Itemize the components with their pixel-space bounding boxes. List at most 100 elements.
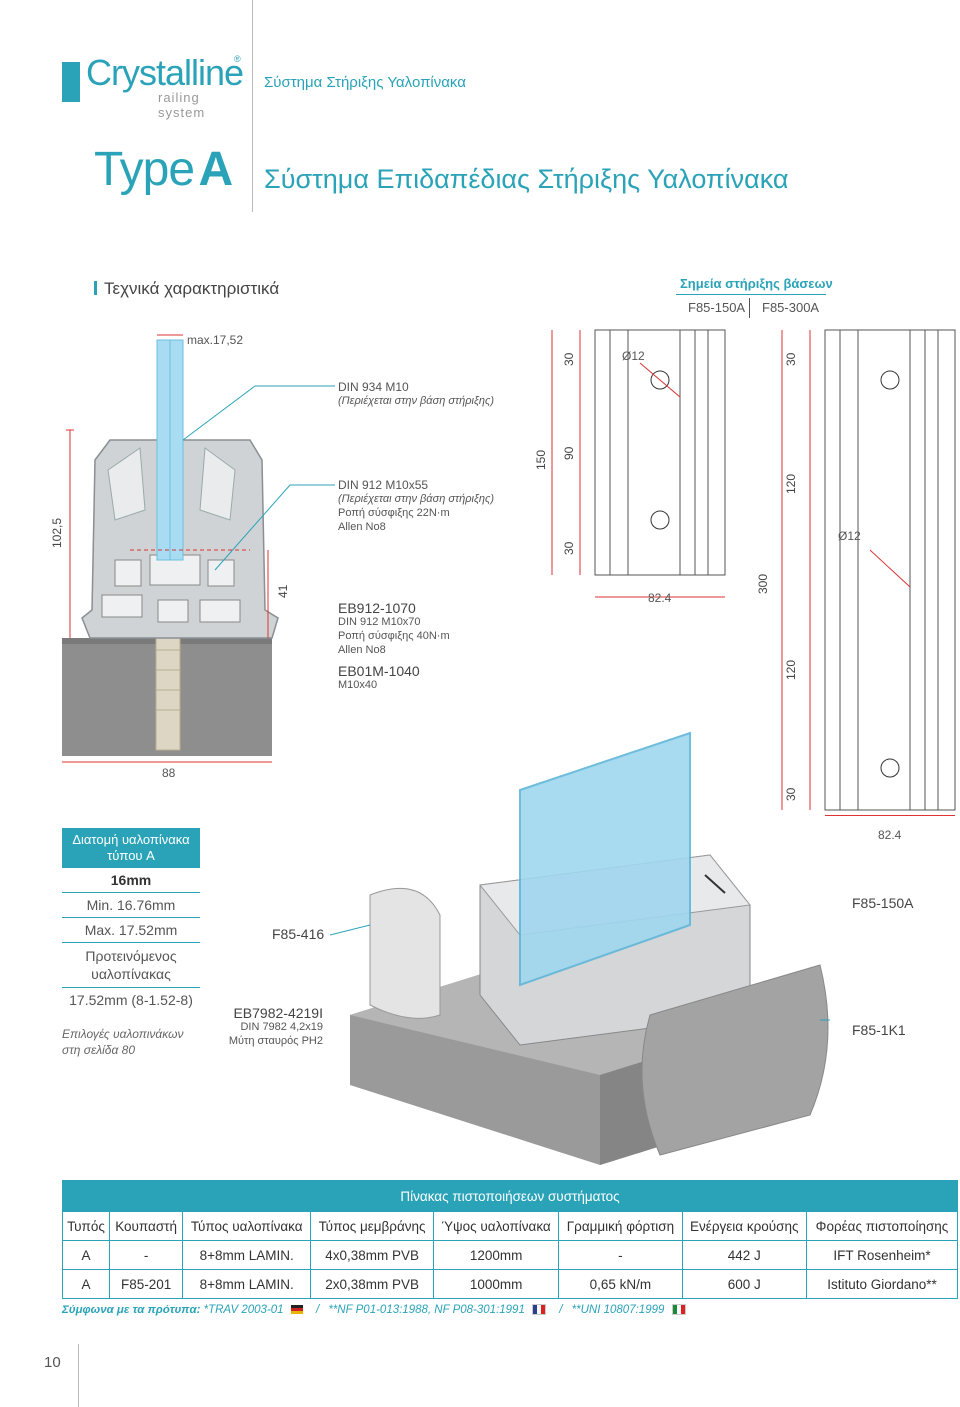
max-label: max.17,52: [187, 333, 244, 347]
plan-150-profile: [594, 329, 726, 576]
callout-4-code: EB01M-1040: [338, 663, 420, 679]
glass-info-recommended-value: 17.52mm (8-1.52-8): [69, 992, 193, 1008]
tech-heading-bar: [94, 281, 97, 295]
width-label: 88: [162, 766, 176, 780]
page-number-divider: [78, 1344, 79, 1407]
plan-150-d-hole: Ø12: [622, 349, 645, 363]
cert-col-linear-load: Γραμμική φόρτιση: [558, 1211, 683, 1241]
table-cell: 442 J: [681, 1240, 807, 1270]
type-title: Type A: [94, 142, 233, 197]
cert-col-body: Φορέας πιστοποίησης: [805, 1211, 959, 1241]
table-cell: 0,65 kN/m: [558, 1269, 683, 1299]
plan-300-hole-top: [880, 370, 900, 390]
table-row: A F85-201 8+8mm LAMIN. 2x0,38mm PVB 1000…: [62, 1269, 959, 1299]
table-cell: F85-201: [108, 1269, 184, 1299]
table-cell: 1000mm: [432, 1269, 560, 1299]
iso-screw-head: Μύτη σταυρός PH2: [228, 1035, 323, 1047]
callout-3: EB912-1070 DIN 912 M10x70 Ροπή σύσφιξης …: [338, 601, 450, 657]
base-point-300: F85-300A: [762, 300, 820, 315]
plan-150-drawing: [551, 329, 726, 598]
plan-300-d-width: 82.4: [878, 828, 902, 842]
standards-sep-1: /: [315, 1304, 320, 1316]
cert-col-type: Τυπός: [62, 1211, 110, 1241]
isometric-drawing: [330, 731, 830, 1165]
plan-300-hole-bottom: [880, 758, 900, 778]
callout-4: EB01M-1040 M10x40: [338, 664, 420, 692]
anchor-bolt: [155, 619, 181, 751]
table-cell: A: [62, 1240, 110, 1270]
table-cell: 1200mm: [432, 1240, 560, 1270]
standards-label: Σύμφωνα με τα πρότυπα:: [62, 1304, 201, 1316]
header-accent-bar: [62, 62, 80, 102]
base-points-sep: [749, 298, 750, 318]
cert-table: Πίνακας πιστοποιήσεων συστήματος Τυπός Κ…: [62, 1180, 959, 1299]
iso-profile-label: F85-1K1: [852, 1022, 906, 1038]
iso-screw-code: EB7982-4219I: [233, 1005, 323, 1021]
cert-col-membrane: Τύπος μεμβράνης: [310, 1211, 434, 1241]
standard-2: **NF P01-013:1988, NF P08-301:1991: [328, 1304, 525, 1316]
callout-3-code: EB912-1070: [338, 600, 416, 616]
brand-sub: railing system: [158, 90, 206, 120]
table-cell: 8+8mm LAMIN.: [182, 1269, 312, 1299]
callout-3-key: Allen No8: [338, 644, 386, 656]
cert-col-glass-type: Τύπος υαλοπίνακα: [182, 1211, 312, 1241]
glass-info-nominal: 16mm: [62, 868, 200, 893]
cert-col-glass-height: Ύψος υαλοπίνακα: [432, 1211, 560, 1241]
callout-2-note: (Περιέχεται στην βάση στήριξης): [338, 493, 495, 505]
iso-screw-title: DIN 7982 4,2x19: [240, 1021, 323, 1033]
inner-label: 41: [276, 584, 290, 598]
table-cell: IFT Rosenheim*: [805, 1240, 959, 1270]
plan-300-d-300: 300: [756, 573, 770, 594]
iso-cover-label: F85-416: [272, 926, 325, 942]
callout-3-title: DIN 912 M10x70: [338, 616, 421, 628]
plan-150-d-bottom: 30: [562, 541, 576, 555]
table-cell: 600 J: [681, 1269, 807, 1299]
tech-heading: Τεχνικά χαρακτηριστικά: [104, 279, 280, 298]
standard-3: **UNI 10807:1999: [571, 1304, 665, 1316]
brand-registered: ®: [234, 54, 241, 64]
header-divider: [252, 0, 253, 212]
glass-info-min: Min. 16.76mm: [62, 893, 200, 918]
glass-info-title: Διατομή υαλοπίνακα τύπου A: [62, 828, 200, 868]
cert-col-impact: Ενέργεια κρούσης: [681, 1211, 807, 1241]
table-cell: 2x0,38mm PVB: [310, 1269, 434, 1299]
plan-300-d-hole: Ø12: [838, 529, 861, 543]
table-cell: 8+8mm LAMIN.: [182, 1240, 312, 1270]
plan-150-hole-bottom: [650, 510, 670, 530]
plan-150-d-90: 90: [562, 446, 576, 460]
flag-fr-icon: [532, 1304, 547, 1316]
table-cell: -: [558, 1240, 683, 1270]
table-cell: A: [62, 1269, 110, 1299]
callout-2: DIN 912 M10x55 (Περιέχεται στην βάση στή…: [338, 478, 494, 534]
callout-3-torque: Ροπή σύσφιξης 40N·m: [338, 630, 450, 642]
table-row: A - 8+8mm LAMIN. 4x0,38mm PVB 1200mm - 4…: [62, 1240, 959, 1270]
callout-4-title: M10x40: [338, 679, 378, 691]
glass-info-max: Max. 17.52mm: [62, 918, 200, 943]
base-point-150: F85-150A: [688, 300, 746, 315]
flag-it-icon: [671, 1304, 686, 1316]
iso-screw-label: EB7982-4219I DIN 7982 4,2x19 Μύτη σταυρό…: [228, 1006, 323, 1048]
standard-1: *TRAV 2003-01: [203, 1304, 284, 1316]
iso-end-cover: [369, 887, 441, 1019]
plan-300-d-120a: 120: [784, 473, 798, 494]
plan-300-profile: [824, 329, 956, 811]
plan-150-d-150: 150: [534, 449, 548, 470]
plan-300-width-line: [825, 815, 955, 816]
callout-1-note: (Περιέχεται στην βάση στήριξης): [338, 395, 495, 407]
page-subtitle: Σύστημα Επιδαπέδιας Στήριξης Υαλοπίνακα: [264, 164, 789, 194]
glass-info: Διατομή υαλοπίνακα τύπου A 16mm Min. 16.…: [62, 828, 200, 1012]
standards-line: Σύμφωνα με τα πρότυπα: *TRAV 2003-01 / *…: [62, 1304, 690, 1316]
table-cell: Istituto Giordano**: [805, 1269, 959, 1299]
callout-1: DIN 934 M10 (Περιέχεται στην βάση στήριξ…: [338, 380, 494, 408]
base-points-title: Σημεία στήριξης βάσεων: [680, 276, 833, 291]
callout-2-title: DIN 912 M10x55: [338, 478, 429, 492]
cert-table-title: Πίνακας πιστοποιήσεων συστήματος: [62, 1180, 958, 1212]
plan-300-d-top: 30: [784, 352, 798, 366]
glass-info-recommended-label: Προτεινόμενος υαλοπίνακας: [62, 943, 200, 988]
cert-col-handrail: Κουπαστή: [108, 1211, 184, 1241]
page-number: 10: [44, 1354, 61, 1371]
brand-main: Crystalline: [86, 52, 244, 93]
plan-300-drawing: [781, 329, 956, 811]
callout-1-title: DIN 934 M10: [338, 380, 409, 394]
cert-table-header: Τυπός Κουπαστή Τύπος υαλοπίνακα Τύπος με…: [62, 1211, 959, 1241]
